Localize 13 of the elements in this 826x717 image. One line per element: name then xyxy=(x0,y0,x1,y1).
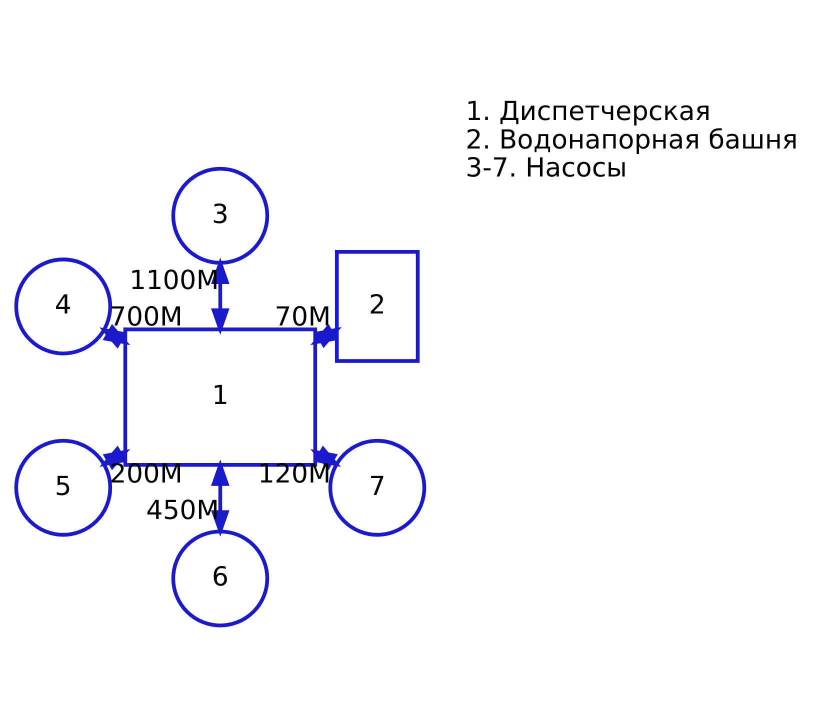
node-circle: 7 xyxy=(328,438,426,537)
arrow xyxy=(211,258,230,335)
node-box: 2 xyxy=(334,250,420,363)
node-circle: 3 xyxy=(171,166,270,265)
edge-label: 450M xyxy=(146,496,220,526)
arrow xyxy=(211,459,230,537)
node-circle: 6 xyxy=(171,530,270,628)
label: 3-7. Насосы xyxy=(466,154,628,184)
node-circle: 5 xyxy=(14,438,112,537)
label: 1. Диспетчерская xyxy=(466,97,711,128)
label: 2. Водонапорная башня xyxy=(466,125,798,156)
node-circle: 4 xyxy=(14,258,112,356)
edge-label: 1100M xyxy=(129,266,220,296)
